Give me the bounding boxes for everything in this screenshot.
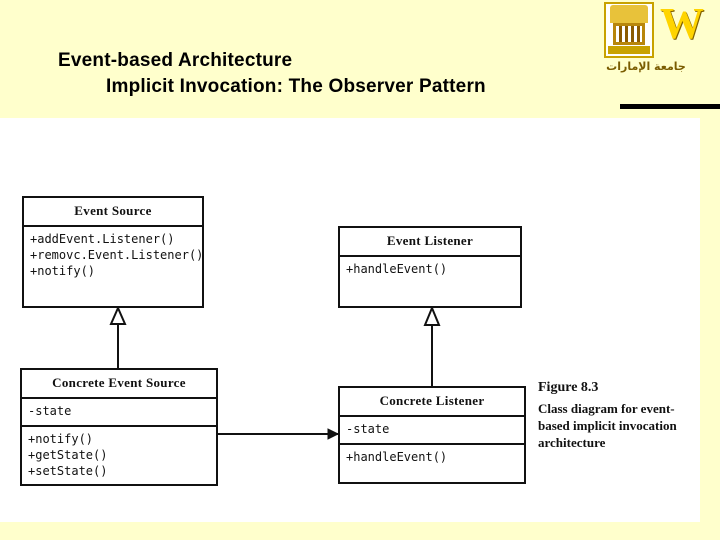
title-line-1: Event-based Architecture xyxy=(58,50,293,71)
class-attributes-concrete-listener: -state xyxy=(340,417,524,445)
figure-caption-text: Class diagram for event-based implicit i… xyxy=(538,401,677,450)
university-crest-icon xyxy=(604,2,656,62)
class-members-event-source: +addEvent.Listener() +removc.Event.Liste… xyxy=(24,227,204,285)
arabic-university-name: جامعة الإمارات xyxy=(606,60,686,73)
slide-header: Event-based Architecture Implicit Invoca… xyxy=(0,0,720,118)
member-item: +notify() xyxy=(28,432,94,446)
class-name-event-listener: Event Listener xyxy=(340,228,520,257)
class-attributes-concrete-event-source: -state xyxy=(22,399,216,427)
page-title: Event-based Architecture Implicit Invoca… xyxy=(58,50,486,98)
member-item: +notify() xyxy=(30,264,96,278)
title-line-2: Implicit Invocation: The Observer Patter… xyxy=(106,76,486,97)
member-item: +setState() xyxy=(28,464,108,478)
crest-top-shape xyxy=(610,5,648,23)
figure-number: Figure 8.3 xyxy=(538,380,599,395)
crest-base-shape xyxy=(608,46,650,54)
class-box-event-listener[interactable]: Event Listener +handleEvent() xyxy=(338,226,522,308)
class-name-concrete-event-source: Concrete Event Source xyxy=(22,370,216,399)
member-item: +getState() xyxy=(28,448,108,462)
member-item: +handleEvent() xyxy=(346,262,448,276)
class-box-concrete-listener[interactable]: Concrete Listener -state +handleEvent() xyxy=(338,386,526,484)
attribute-item: -state xyxy=(346,422,390,436)
diagram-canvas: Event Source +addEvent.Listener() +remov… xyxy=(0,118,700,522)
attribute-item: -state xyxy=(28,404,72,418)
member-item: +handleEvent() xyxy=(346,450,448,464)
figure-caption-block: Figure 8.3 Class diagram for event-based… xyxy=(538,380,702,451)
class-members-concrete-listener: +handleEvent() xyxy=(340,445,524,471)
class-members-event-listener: +handleEvent() xyxy=(340,257,520,283)
crest-bars-shape xyxy=(616,26,642,42)
diagram-connectors xyxy=(109,305,441,440)
member-item: +removc.Event.Listener() xyxy=(30,248,204,262)
class-box-event-source[interactable]: Event Source +addEvent.Listener() +remov… xyxy=(22,196,204,308)
class-name-concrete-listener: Concrete Listener xyxy=(340,388,524,417)
class-name-event-source: Event Source xyxy=(24,198,202,227)
header-divider xyxy=(620,104,720,109)
class-box-concrete-event-source[interactable]: Concrete Event Source -state +notify() +… xyxy=(20,368,218,486)
class-members-concrete-event-source: +notify() +getState() +setState() xyxy=(22,427,216,485)
uaeu-w-logo-icon: W xyxy=(660,0,704,48)
member-item: +addEvent.Listener() xyxy=(30,232,175,246)
